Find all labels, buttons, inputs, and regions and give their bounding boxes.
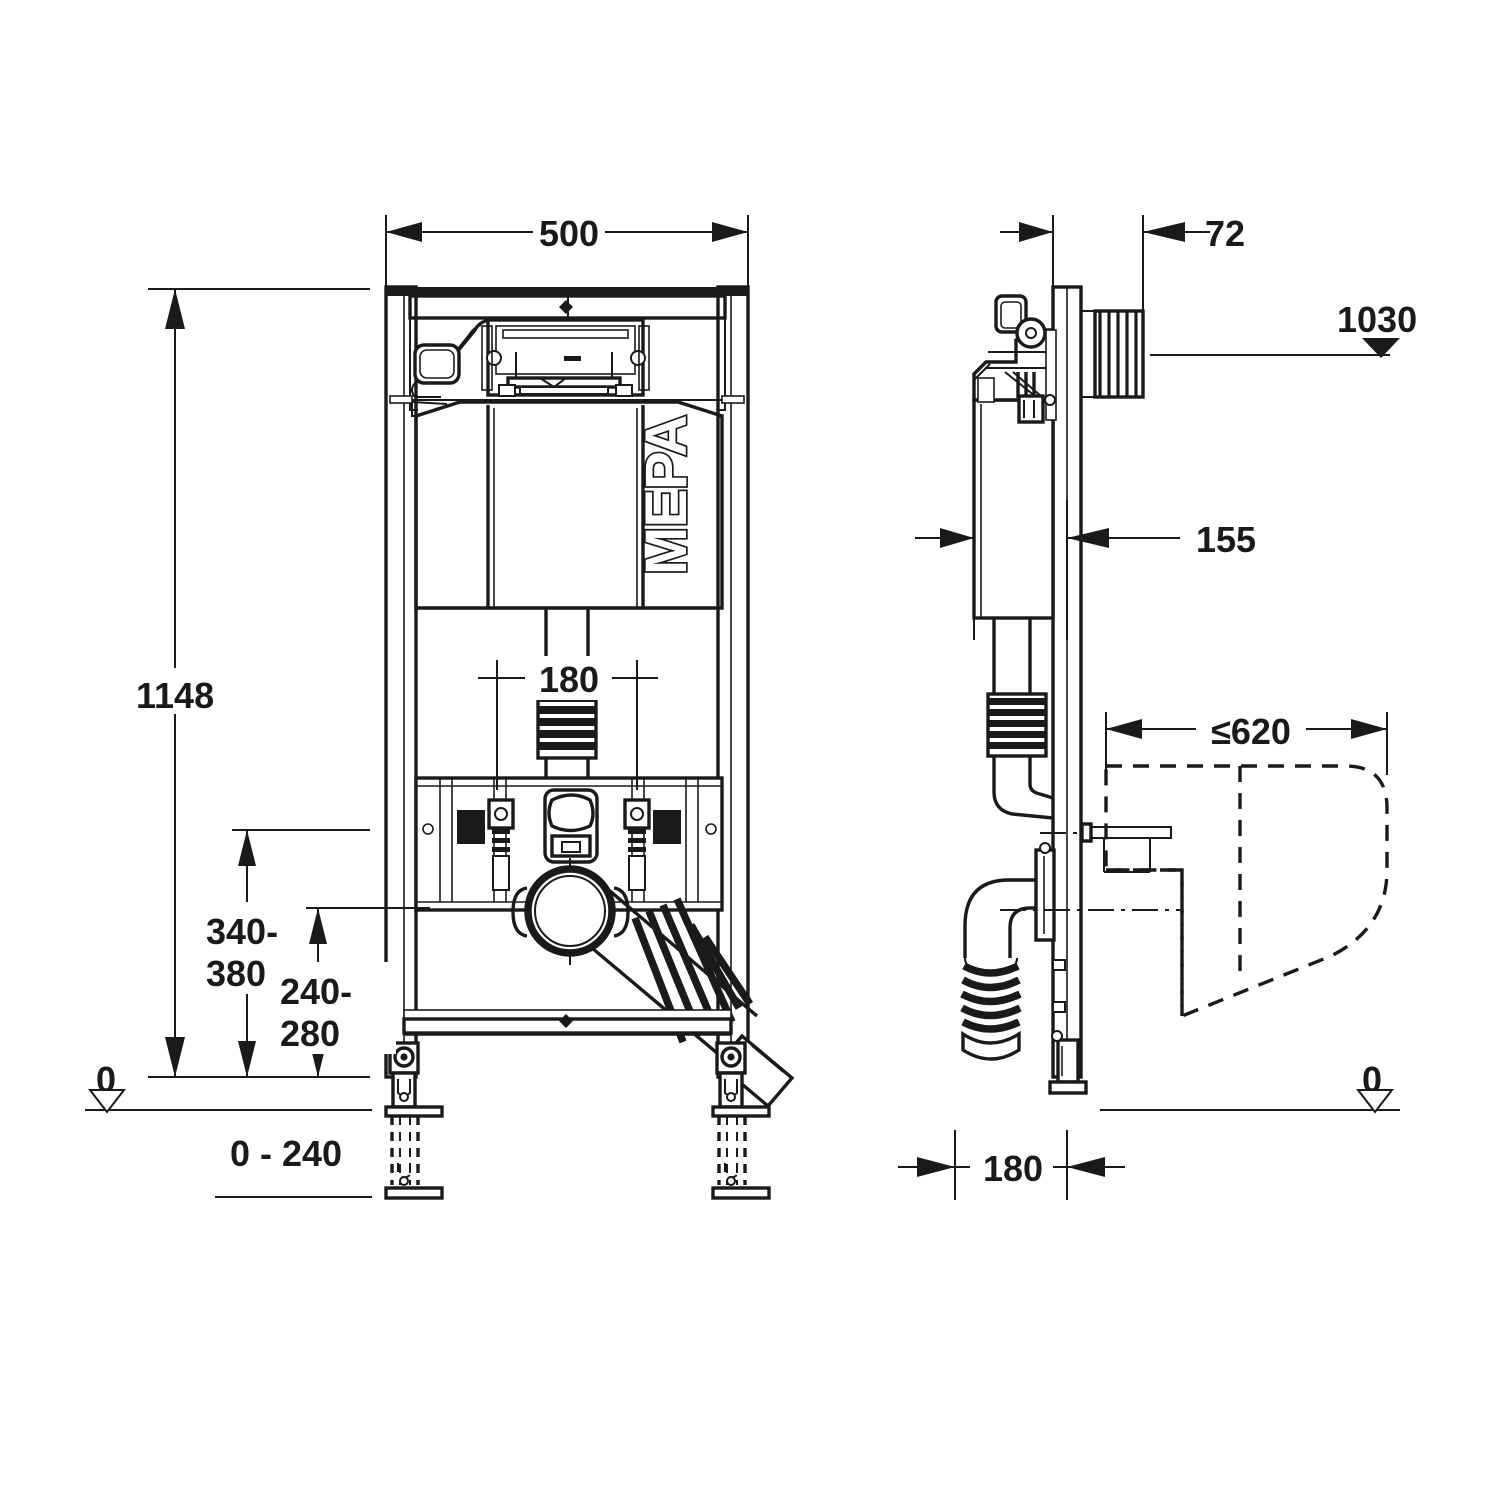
dim-label-outlet-240: 240-	[280, 971, 352, 1012]
dimension-cistern-depth-155: 155	[915, 500, 1256, 640]
dimension-outlet-offset-180: 180	[898, 1130, 1125, 1200]
mepa-logo: MEPA	[632, 414, 700, 577]
datum-triangle-1030	[1362, 338, 1400, 358]
front-elevation-group: MEPA	[85, 212, 795, 1200]
wc-bowl-outline	[1104, 764, 1389, 1019]
centre-mark-top	[559, 300, 573, 314]
adjustable-foot-right	[711, 1041, 771, 1200]
dim-label-flushplate-1030: 1030	[1337, 299, 1417, 340]
dimension-height-1148: 1148	[132, 288, 370, 1078]
cistern-bracket-marks	[389, 395, 745, 404]
wc-fixing-bolt-side	[1040, 822, 1172, 873]
dim-label-pipe-180: 180	[539, 659, 599, 700]
dimension-pipe-180: 180	[478, 656, 658, 790]
foot-extension-range-right	[717, 1116, 747, 1185]
dim-label-width-500: 500	[539, 213, 599, 254]
wall-post	[1051, 285, 1083, 1079]
inspection-opening	[409, 317, 726, 401]
dimension-plate-depth-72: 72	[1000, 213, 1245, 311]
dimension-flushplate-1030: 1030	[1150, 299, 1417, 358]
dimension-width-500: 500	[385, 212, 749, 287]
datum-triangle-left	[87, 1089, 127, 1114]
dim-label-height-1148: 1148	[136, 675, 214, 716]
post-foot-side	[1048, 959, 1088, 1095]
dim-label-fixing-380: 380	[206, 953, 266, 994]
outlet-bellows-side	[960, 962, 1022, 1033]
dimension-bowl-projection-620: ≤620	[1105, 708, 1388, 775]
flush-connector	[543, 788, 599, 864]
datum-marker-right: 0	[1100, 1059, 1400, 1114]
dim-label-plate-depth-72: 72	[1205, 213, 1245, 254]
centre-mark-bottom	[559, 1014, 573, 1028]
frame-bottom-rail	[402, 1009, 733, 1036]
dimension-outlet-240-280: 240- 280	[276, 907, 430, 1077]
dim-label-cistern-depth-155: 155	[1196, 519, 1256, 560]
dim-label-fixing-340: 340-	[206, 911, 278, 952]
dim-label-outlet-offset-180: 180	[983, 1148, 1043, 1189]
mepa-logo-text: MEPA	[634, 416, 699, 575]
foot-extension-range-left	[390, 1116, 420, 1185]
wc-fixing-rail	[414, 776, 724, 912]
wc-bolt-right	[623, 798, 651, 891]
dim-label-outlet-280: 280	[280, 1013, 340, 1054]
datum-marker-left: 0	[85, 1059, 372, 1114]
cistern-body	[389, 395, 745, 610]
dimension-fixing-340-380: 340- 380	[202, 829, 370, 1077]
cistern-side-profile	[972, 294, 1057, 620]
flush-pipe-side	[986, 618, 1054, 820]
dim-label-bowl-projection-620: ≤620	[1211, 711, 1291, 752]
adjustable-foot-left	[384, 1041, 444, 1200]
side-elevation-group: 72 1030 155 ≤620	[898, 213, 1417, 1200]
inlet-valve-assembly	[411, 318, 490, 398]
flush-plate	[1081, 309, 1145, 399]
dim-label-foot-0-240: 0 - 240	[230, 1133, 342, 1174]
flush-pipe-bellows-side	[988, 698, 1046, 749]
outlet-elbow-side	[960, 842, 1180, 1061]
datum-triangle-right	[1355, 1089, 1395, 1114]
dimension-foot-0-240: 0 - 240	[215, 1128, 381, 1198]
wc-bolt-left	[487, 798, 515, 891]
